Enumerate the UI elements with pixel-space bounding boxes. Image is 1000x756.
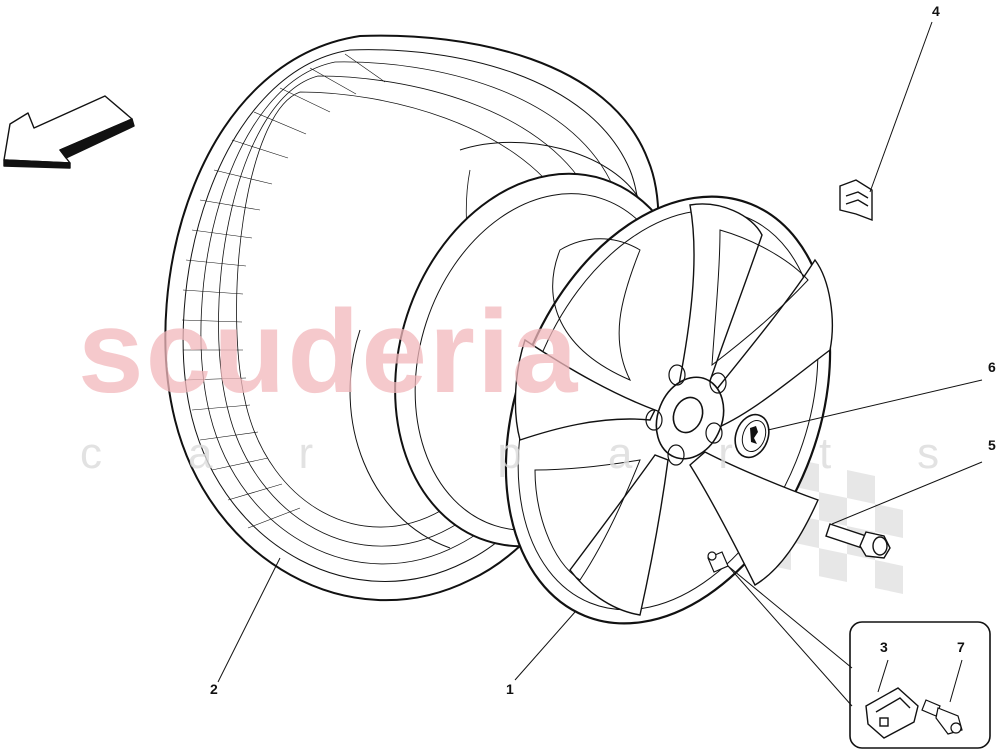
callout-4: 4 bbox=[932, 3, 940, 19]
watermark-subtitle: car parts bbox=[80, 429, 1000, 478]
tire-pressure-sensor bbox=[865, 687, 919, 739]
valve-on-wheel bbox=[707, 551, 729, 573]
alloy-wheel bbox=[504, 195, 833, 625]
callout-5: 5 bbox=[988, 437, 996, 453]
watermark-brand: scuderia bbox=[78, 286, 579, 418]
tire-valve bbox=[921, 699, 963, 735]
callout-7: 7 bbox=[957, 639, 965, 655]
leader-lines bbox=[217, 21, 983, 707]
detail-box bbox=[849, 621, 991, 749]
wheel-bolt bbox=[825, 523, 891, 559]
callout-1: 1 bbox=[506, 681, 514, 697]
direction-arrow bbox=[3, 95, 135, 169]
balance-weight bbox=[839, 179, 873, 222]
center-cap-prancing-horse bbox=[734, 413, 770, 459]
callout-3: 3 bbox=[880, 639, 888, 655]
callout-2: 2 bbox=[210, 681, 218, 697]
callout-6: 6 bbox=[988, 359, 996, 375]
